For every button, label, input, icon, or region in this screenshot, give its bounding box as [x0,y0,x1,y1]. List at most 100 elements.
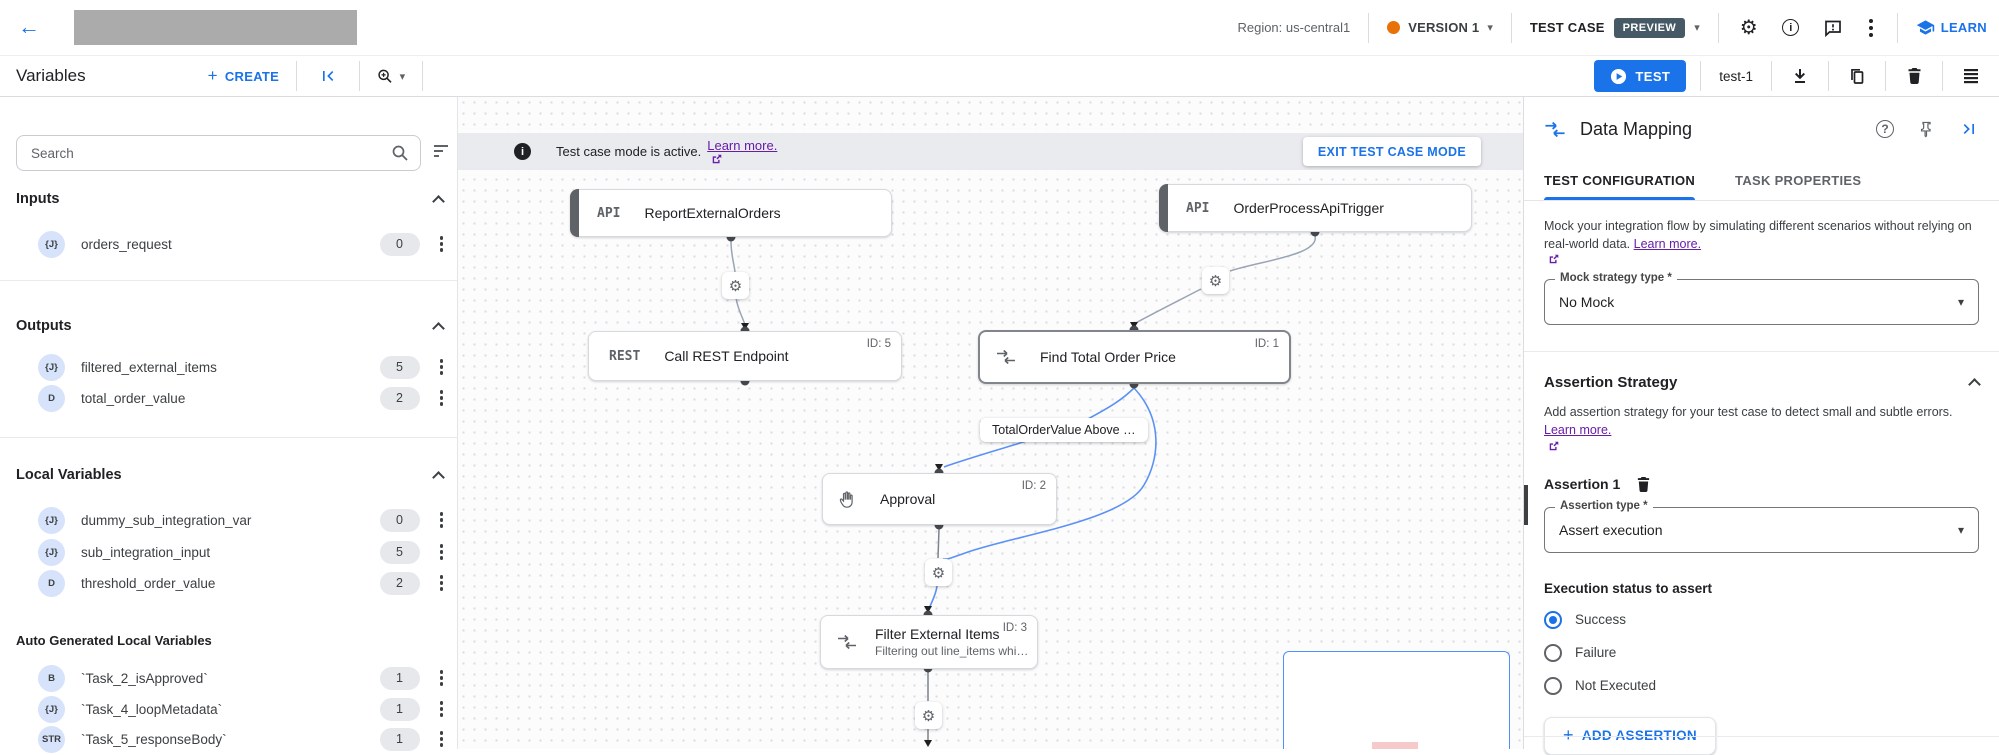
edge-settings-gear-icon[interactable]: ⚙ [925,559,952,586]
row-kebab-icon[interactable] [436,542,448,562]
string-type-icon: STR [38,725,65,753]
usage-count-badge: 2 [379,386,420,410]
add-assertion-button[interactable]: + ADD ASSERTION [1544,716,1716,755]
trigger-accent-bar [1159,184,1168,232]
plus-icon: + [1563,725,1574,745]
double-type-icon: D [38,384,65,412]
delete-icon[interactable] [1900,62,1928,90]
row-kebab-icon[interactable] [436,668,448,688]
radio-failure[interactable]: Failure [1544,643,1979,662]
minimap[interactable] [1283,651,1510,749]
mock-strategy-select[interactable]: Mock strategy type * No Mock ▾ [1544,272,1979,326]
node-call-rest-endpoint[interactable]: REST Call REST Endpoint ID: 5 [588,331,902,381]
info-icon[interactable]: i [1779,16,1803,40]
node-order-process-api-trigger[interactable]: API OrderProcessApiTrigger [1159,184,1472,232]
collapse-chevron-icon[interactable] [1968,378,1981,392]
variable-row[interactable]: {J} sub_integration_input 5 [38,537,447,567]
collapse-chevron-icon[interactable] [432,194,445,208]
page-title: Variables [16,66,86,85]
more-options-kebab-icon[interactable] [1863,17,1879,39]
row-kebab-icon[interactable] [436,357,448,377]
collapse-panel-icon[interactable] [1959,119,1979,139]
download-icon[interactable] [1786,62,1814,90]
delete-assertion-icon[interactable] [1636,476,1651,493]
test-button[interactable]: TEST [1594,60,1687,92]
copy-icon[interactable] [1843,62,1871,90]
json-type-icon: {J} [38,695,65,723]
approval-hand-icon [839,490,856,509]
json-type-icon: {J} [38,230,65,258]
pin-icon[interactable] [1918,121,1935,138]
chevron-down-icon: ▾ [1957,522,1964,537]
settings-gear-icon[interactable]: ⚙ [1739,16,1758,39]
execution-status-label: Execution status to assert [1544,580,1713,596]
reorder-list-icon[interactable] [1957,62,1985,90]
node-report-external-orders[interactable]: API ReportExternalOrders [570,189,892,237]
row-kebab-icon[interactable] [436,510,448,530]
edge-condition-label[interactable]: TotalOrderValue Above … [980,418,1148,442]
variable-row[interactable]: D total_order_value 2 [38,383,447,413]
variable-row[interactable]: {J} `Task_4_loopMetadata` 1 [38,694,447,724]
learn-more-link[interactable]: Learn more. [1544,423,1612,438]
row-kebab-icon[interactable] [436,388,448,408]
feedback-icon[interactable] [1821,16,1845,40]
variable-row[interactable]: B `Task_2_isApproved` 1 [38,663,447,693]
test-case-dropdown[interactable]: TEST CASE PREVIEW ▾ [1530,17,1700,38]
divider [1771,61,1772,91]
json-type-icon: {J} [38,353,65,381]
assertion-type-select[interactable]: Assertion type * Assert execution ▾ [1544,499,1979,553]
row-kebab-icon[interactable] [436,573,448,593]
assertion-strategy-header: Assertion Strategy [1544,374,1981,392]
create-variable-button[interactable]: + CREATE [207,66,280,85]
help-icon[interactable]: ? [1876,120,1894,138]
edge-settings-gear-icon[interactable]: ⚙ [1202,267,1229,294]
divider [1828,61,1829,91]
variable-row[interactable]: D threshold_order_value 2 [38,568,447,598]
usage-count-badge: 1 [379,727,420,751]
version-dropdown[interactable]: VERSION 1 ▾ [1387,20,1493,35]
node-find-total-order-price[interactable]: Find Total Order Price ID: 1 [978,330,1291,384]
integration-flow-canvas[interactable]: i Test case mode is active. Learn more. … [458,97,1523,749]
search-icon [391,144,409,162]
node-filter-external-items[interactable]: Filter External Items Filtering out line… [820,615,1038,669]
edge-settings-gear-icon[interactable]: ⚙ [915,702,942,729]
radio-button-icon [1544,643,1562,662]
learn-more-link[interactable]: Learn more. [707,138,777,165]
region-label: Region: us-central1 [1237,20,1351,35]
usage-count-badge: 5 [379,355,420,379]
tab-task-properties[interactable]: TASK PROPERTIES [1735,173,1862,188]
panel-scrollbar[interactable] [1524,485,1528,525]
row-kebab-icon[interactable] [436,729,448,749]
data-mapping-icon [996,349,1016,365]
node-approval[interactable]: Approval ID: 2 [822,473,1057,525]
exit-test-case-mode-button[interactable]: EXIT TEST CASE MODE [1302,137,1481,166]
assertion-description: Add assertion strategy for your test cas… [1544,403,1979,451]
back-arrow-icon[interactable]: ← [18,14,40,39]
collapse-chevron-icon[interactable] [432,321,445,335]
edge-settings-gear-icon[interactable]: ⚙ [722,272,749,299]
external-link-icon [1549,254,1559,264]
row-kebab-icon[interactable] [436,699,448,719]
collapse-sidebar-icon[interactable] [314,62,342,90]
learn-link[interactable]: LEARN [1916,18,1987,37]
variable-row[interactable]: {J} dummy_sub_integration_var 0 [38,505,447,535]
tab-test-configuration[interactable]: TEST CONFIGURATION [1544,161,1696,200]
variable-row[interactable]: STR `Task_5_responseBody` 1 [38,724,447,754]
zoom-dropdown[interactable]: ▾ [377,62,405,90]
sort-filter-icon[interactable] [434,144,452,158]
radio-success[interactable]: Success [1544,610,1979,629]
boolean-type-icon: B [38,664,65,692]
collapse-chevron-icon[interactable] [432,470,445,484]
row-kebab-icon[interactable] [436,234,448,254]
trigger-accent-bar [570,189,579,237]
variable-row[interactable]: {J} filtered_external_items 5 [38,352,447,382]
preview-badge: PREVIEW [1613,17,1686,38]
search-input[interactable] [16,135,421,171]
play-circle-icon [1611,68,1627,84]
radio-button-icon [1544,610,1562,629]
divider [0,280,457,281]
learn-more-link[interactable]: Learn more. [1633,237,1702,252]
variable-row[interactable]: {J} orders_request 0 [38,229,447,259]
rest-task-tag: REST [609,348,641,364]
radio-not-executed[interactable]: Not Executed [1544,676,1979,695]
